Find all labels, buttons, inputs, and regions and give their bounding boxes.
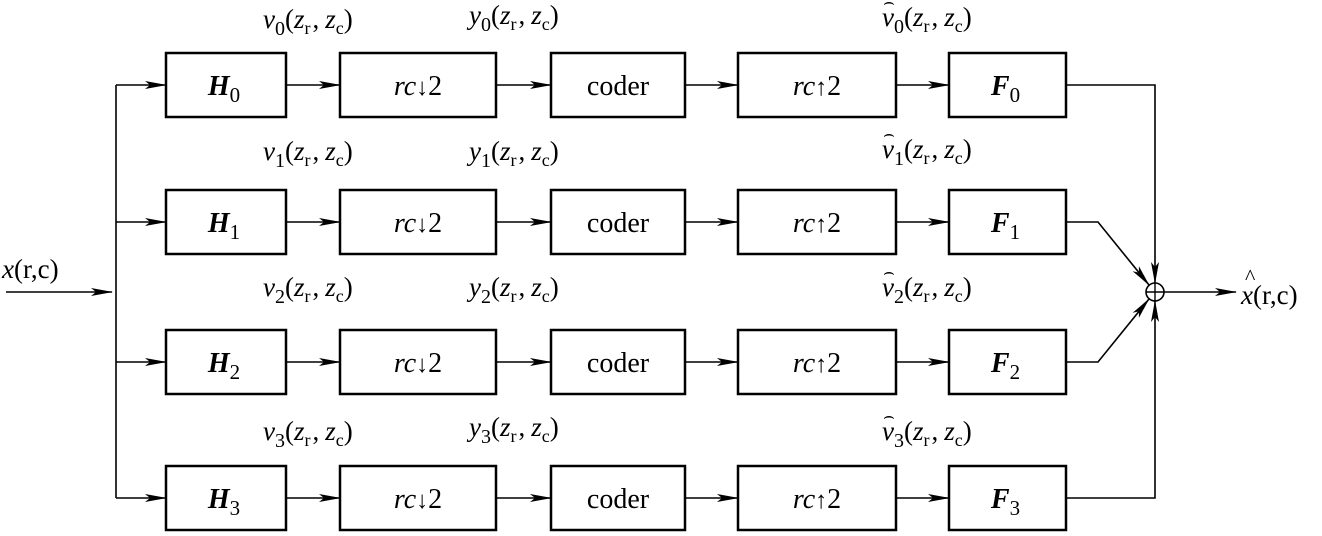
downsampler-box-3 <box>338 464 498 532</box>
synthesis-filter-label-1: F1 <box>990 208 1020 244</box>
upsampler-label-3: rc↑2 <box>793 484 841 515</box>
downsampler-box-0 <box>338 51 498 119</box>
subband-signal-label-1: y1(zr,zc) <box>466 136 559 172</box>
sum-wire-3 <box>1066 300 1159 499</box>
analysis-filter-label-2: H2 <box>207 348 240 384</box>
coder-label-1: coder <box>587 208 650 239</box>
sum-wire-1 <box>1066 221 1150 286</box>
downsampler-label-0: rc↓2 <box>394 71 442 102</box>
summation-node <box>1145 282 1165 302</box>
synthesis-filter-box-1 <box>947 188 1068 256</box>
upsampler-box-0 <box>736 51 898 119</box>
output-hat: ^ <box>1245 264 1256 289</box>
synthesis-filter-label-2: F2 <box>990 348 1020 384</box>
input-label: x(r,c) <box>1 254 59 284</box>
analysis-filter-label-1: H1 <box>207 208 240 244</box>
coder-box-3 <box>549 464 687 532</box>
channel-row-1: H1 rc↓2 coder rc↑2 F1 v1(zr,zc) y1(zr,zc) v1(zr… <box>116 124 1068 256</box>
output-label: x(r,c) <box>1240 280 1298 310</box>
upsampler-label-1: rc↑2 <box>793 208 841 239</box>
reconstructed-signal-label-1: v1(zr,zc) <box>882 134 972 170</box>
synthesis-filter-label-0: F0 <box>990 71 1020 107</box>
upsampler-box-2 <box>736 328 898 396</box>
analysis-signal-label-1: v1(zr,zc) <box>263 136 353 172</box>
coder-label-3: coder <box>587 484 650 515</box>
downsampler-box-1 <box>338 188 498 256</box>
hat-accent-0: ⌢ <box>883 0 895 12</box>
channel-row-0: H0 rc↓2 coder rc↑2 F0 v0(zr,zc) y0(zr,zc) v0(zr… <box>116 0 1068 119</box>
analysis-filter-label-3: H3 <box>207 484 240 520</box>
reconstructed-signal-label-3: v3(zr,zc) <box>882 416 972 452</box>
analysis-filter-label-0: H0 <box>207 71 240 107</box>
channel-row-3: H3 rc↓2 coder rc↑2 F3 v3(zr,zc) y3(zr,zc) v3(zr… <box>116 406 1068 532</box>
sum-wire-2 <box>1066 298 1150 363</box>
subband-signal-label-2: y2(zr,zc) <box>466 272 559 308</box>
reconstructed-signal-label-0: v0(zr,zc) <box>882 2 972 38</box>
synthesis-filter-box-0 <box>947 51 1068 119</box>
downsampler-label-1: rc↓2 <box>394 208 442 239</box>
synthesis-filter-box-3 <box>947 464 1068 532</box>
coder-label-2: coder <box>587 348 650 379</box>
subband-signal-label-3: y3(zr,zc) <box>466 412 559 448</box>
upsampler-label-2: rc↑2 <box>793 348 841 379</box>
synthesis-filter-box-2 <box>947 328 1068 396</box>
channel-row-2: H2 rc↓2 coder rc↑2 F2 v2(zr,zc) y2(zr,zc) v2(zr… <box>116 262 1068 396</box>
analysis-signal-label-3: v3(zr,zc) <box>263 416 353 452</box>
downsampler-label-2: rc↓2 <box>394 348 442 379</box>
coder-box-2 <box>549 328 687 396</box>
reconstructed-signal-label-2: v2(zr,zc) <box>882 272 972 308</box>
coder-label-0: coder <box>587 71 650 102</box>
subband-signal-label-0: y0(zr,zc) <box>466 0 559 36</box>
hat-accent-3: ⌢ <box>883 406 895 426</box>
hat-accent-2: ⌢ <box>883 262 895 282</box>
downsampler-box-2 <box>338 328 498 396</box>
upsampler-box-3 <box>736 464 898 532</box>
downsampler-label-3: rc↓2 <box>394 484 442 515</box>
upsampler-label-0: rc↑2 <box>793 71 841 102</box>
analysis-signal-label-0: v0(zr,zc) <box>263 4 353 40</box>
sum-wire-0 <box>1066 84 1159 284</box>
hat-accent-1: ⌢ <box>883 124 895 144</box>
analysis-signal-label-2: v2(zr,zc) <box>263 272 353 308</box>
synthesis-filter-label-3: F3 <box>990 484 1020 520</box>
